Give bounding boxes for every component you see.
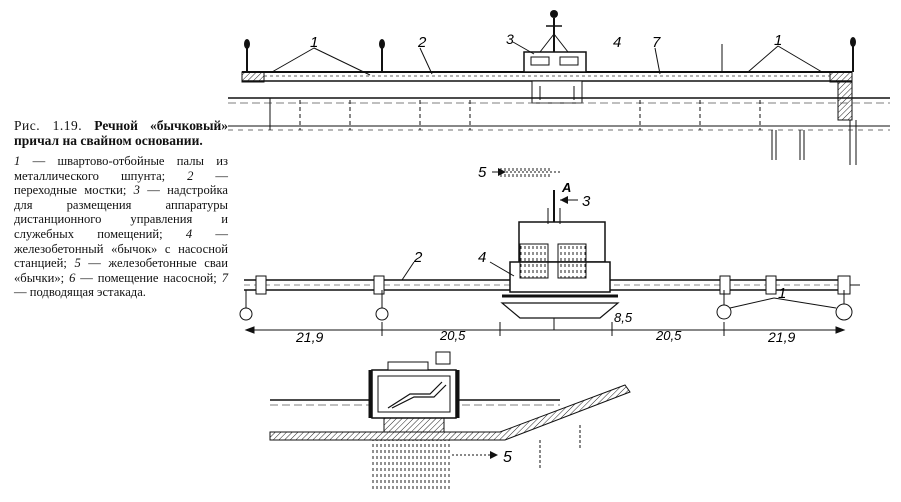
legend-item-text: — помещение насосной; [75, 270, 222, 285]
elevation-label-1-right: 1 [774, 32, 782, 49]
plan-label-4: 4 [478, 249, 486, 266]
plan-dimension-3: 8,5 [614, 310, 633, 325]
legend-item-number: 3 [133, 183, 140, 198]
elevation-label-4: 4 [613, 34, 621, 51]
elevation-view: 1 2 3 4 7 1 5 [228, 10, 890, 181]
bychok-section [368, 351, 460, 433]
legend-item-text: — железобетонные сваи «бычки»; [14, 256, 228, 285]
fender-posts-plan [239, 275, 860, 321]
legend-item: 4 — железобетонный «бычок» с насосной ст… [14, 227, 228, 270]
plan-dimension-4: 20,5 [655, 328, 682, 343]
legend-item-number: 6 [69, 270, 76, 285]
lamp-post [244, 39, 250, 72]
legend-item-number: 7 [221, 270, 228, 285]
figure-caption: Рис. 1.19. Речной «бычковый» причал на с… [14, 118, 228, 300]
legend-item-text: — железобетонный «бычок» с насосной стан… [14, 226, 228, 271]
bychok-plan [500, 190, 620, 330]
legend-item: 2 — переходные мостки; [14, 169, 228, 198]
superstructure-3 [523, 10, 587, 73]
legend-item: 7 — подводящая эстакада. [14, 271, 228, 300]
figure-legend: 1 — швартово-отбойные палы из металличес… [14, 154, 228, 300]
plan-label-a: А [561, 180, 571, 195]
elevation-label-2: 2 [417, 34, 427, 51]
figure-number: Рис. 1.19. [14, 118, 83, 133]
section-piles [372, 440, 452, 490]
figure-title: Речной «бычковый» причал на свайном осно… [14, 118, 229, 148]
legend-item-number: 2 [187, 168, 194, 183]
elevation-label-7: 7 [652, 34, 661, 51]
plan-dimension-2: 20,5 [439, 328, 466, 343]
legend-item-text: — переходные мостки; [14, 168, 228, 198]
plan-dimension-line [244, 322, 846, 336]
section-view: 5 [269, 351, 631, 490]
legend-item: 5 — железобетонные сваи «бычки»; [14, 256, 228, 285]
plan-label-1: 1 [778, 285, 786, 302]
legend-item-number: 5 [74, 256, 81, 271]
piles-elevation [269, 98, 857, 165]
legend-item: 3 — надстройка для размещения аппаратуры… [14, 183, 228, 241]
elevation-label-1-left: 1 [310, 34, 318, 51]
lamp-post [850, 37, 856, 72]
legend-item: 6 — помещение насосной; [69, 271, 222, 285]
elevation-label-5: 5 [478, 164, 487, 181]
plan-view: А 3 2 4 1 21,9 20,5 8,5 20,5 21,9 [239, 180, 860, 345]
lamp-post [379, 39, 385, 72]
caption-title: Рис. 1.19. Речной «бычковый» причал на с… [14, 118, 228, 148]
elevation-label-3: 3 [506, 31, 514, 47]
section-label-5: 5 [503, 449, 512, 466]
legend-item-text: — швартово-отбойные палы из металлическо… [14, 154, 228, 183]
legend-item: 1 — швартово-отбойные палы из металличес… [14, 154, 228, 183]
plan-label-3: 3 [582, 193, 591, 210]
legend-item-number: 4 [185, 226, 193, 241]
plan-label-2: 2 [413, 249, 423, 266]
legend-item-text: — подводящая эстакада. [14, 285, 146, 300]
plan-dimension-1: 21,9 [295, 329, 323, 345]
legend-item-text: — надстройка для размещения аппаратуры д… [14, 183, 228, 241]
plan-dimension-5: 21,9 [767, 329, 795, 345]
legend-item-number: 1 [14, 154, 21, 168]
